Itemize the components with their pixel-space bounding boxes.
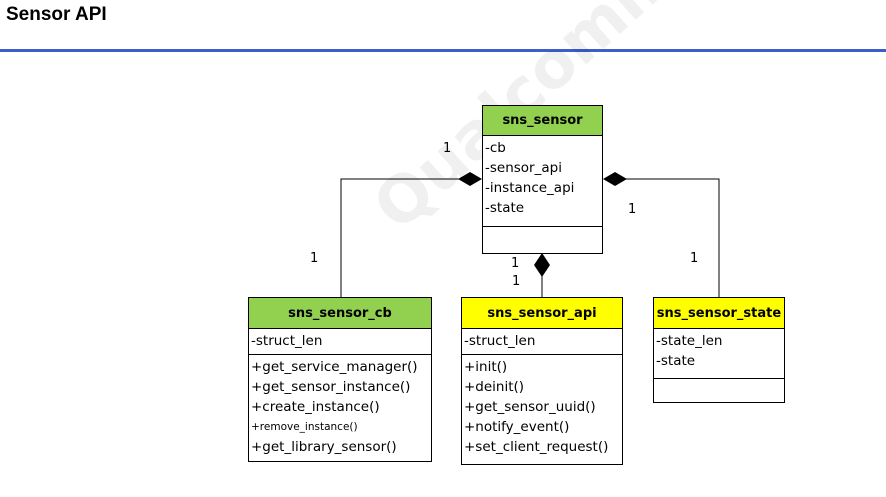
class-sns-sensor-cb: sns_sensor_cb -struct_len +get_service_m… (248, 297, 432, 462)
class-name: sns_sensor (483, 106, 602, 136)
class-sns-sensor: sns_sensor -cb -sensor_api -instance_api… (482, 105, 603, 254)
association-line-right (626, 178, 720, 297)
attributes-section: -state_len -state (654, 329, 784, 379)
attribute: -state_len (656, 333, 723, 349)
attribute: -struct_len (464, 333, 536, 349)
method: +get_sensor_instance() (251, 379, 411, 395)
attributes-section: -struct_len (249, 329, 431, 355)
attribute: -cb (485, 140, 506, 156)
multiplicity-left-bottom: 1 (310, 251, 319, 266)
class-sns-sensor-state: sns_sensor_state -state_len -state (653, 297, 785, 403)
method: +deinit() (464, 379, 525, 395)
composition-diamond-left (458, 172, 482, 186)
method: +create_instance() (251, 399, 380, 415)
attribute: -struct_len (251, 333, 323, 349)
attributes-section: -cb -sensor_api -instance_api -state (483, 136, 602, 227)
attributes-section: -struct_len (462, 329, 622, 355)
title-rule (0, 49, 886, 52)
class-name: sns_sensor_state (654, 298, 784, 329)
class-name: sns_sensor_api (462, 298, 622, 329)
composition-diamond-right (603, 172, 627, 186)
method: +remove_instance() (251, 421, 358, 433)
methods-section (483, 227, 602, 231)
multiplicity-center-top: 1 (511, 256, 520, 271)
attribute: -state (656, 353, 696, 369)
class-name: sns_sensor_cb (249, 298, 431, 329)
multiplicity-center-bottom: 1 (512, 274, 521, 289)
method: +get_sensor_uuid() (464, 399, 596, 415)
methods-section: +init() +deinit() +get_sensor_uuid() +no… (462, 355, 622, 459)
method: +set_client_request() (464, 439, 609, 455)
method: +get_service_manager() (251, 359, 418, 375)
multiplicity-left-top: 1 (443, 141, 452, 156)
multiplicity-right-bottom: 1 (690, 251, 699, 266)
method: +notify_event() (464, 419, 570, 435)
methods-section: +get_service_manager() +get_sensor_insta… (249, 355, 431, 459)
methods-section (654, 379, 784, 383)
method: +init() (464, 359, 508, 375)
class-sns-sensor-api: sns_sensor_api -struct_len +init() +dein… (461, 297, 623, 465)
multiplicity-right-top: 1 (628, 202, 637, 217)
attribute: -state (485, 200, 525, 216)
association-line-left (340, 178, 460, 297)
composition-diamond-center (534, 253, 550, 277)
page-title: Sensor API (6, 4, 107, 25)
method: +get_library_sensor() (251, 439, 397, 455)
attribute: -sensor_api (485, 160, 562, 176)
attribute: -instance_api (485, 180, 575, 196)
